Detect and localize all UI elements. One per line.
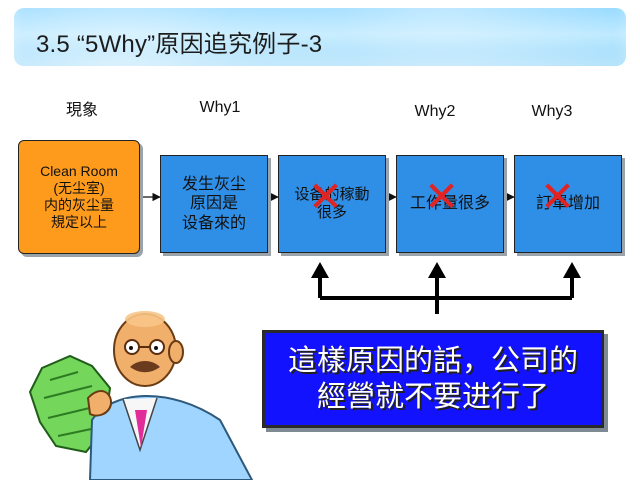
- box-why1-line: 发生灰尘: [181, 175, 246, 193]
- label-why1: Why1: [199, 99, 241, 116]
- conclusion-line: 經營就不要进行了: [316, 381, 549, 413]
- box-phenomenon: Clean Room (无尘室) 内的灰尘量 規定以上: [18, 140, 140, 254]
- box-phenomenon-line: Clean Room: [40, 162, 118, 179]
- box-why4: 訂單增加: [514, 155, 622, 253]
- box-why2-line: 设备的稼動: [294, 185, 370, 203]
- arrow-up-icon: [311, 262, 329, 278]
- box-why1-line: 设备來的: [181, 214, 246, 232]
- box-why4-text: 訂單增加: [535, 195, 600, 213]
- box-why2-line: 很多: [316, 204, 347, 221]
- conclusion-box: 這樣原因的話，公司的 經營就不要进行了: [262, 330, 604, 428]
- box-why3-text: 工作量很多: [409, 195, 490, 213]
- box-phenomenon-line: 内的灰尘量: [43, 197, 114, 213]
- arrow-up-icon: [563, 262, 581, 278]
- conclusion-line: 這樣原因的話，公司的: [287, 344, 578, 377]
- box-why1: 发生灰尘 原因是 设备來的: [160, 155, 268, 253]
- box-phenomenon-line: 規定以上: [50, 214, 107, 231]
- title-bar: 3.5 “5Why”原因追究例子-3: [14, 8, 626, 66]
- feedback-bracket: [318, 276, 574, 314]
- arrow-up-icon: [428, 262, 446, 278]
- label-why3: Why3: [516, 98, 588, 126]
- label-phenomenon: 現象: [65, 102, 98, 119]
- label-why2: Why2: [400, 98, 470, 126]
- box-why3: 工作量很多: [396, 155, 504, 253]
- box-why1-line: 原因是: [189, 195, 238, 213]
- box-phenomenon-line: (无尘室): [53, 179, 105, 196]
- page-title: 3.5 “5Why”原因追究例子-3: [36, 31, 323, 58]
- box-why2: 设备的稼動 很多: [278, 155, 386, 253]
